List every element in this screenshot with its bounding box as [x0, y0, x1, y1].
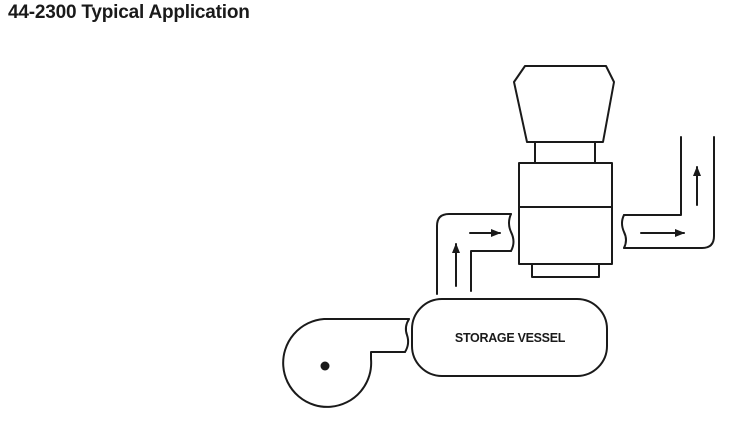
pump-shaft-dot: [320, 361, 330, 371]
outlet-pipe-lower-wall: [623, 136, 715, 249]
inlet-pipe-inner-wall: [470, 250, 512, 292]
inlet-pipe: [436, 213, 515, 295]
storage-vessel-body: [411, 298, 608, 377]
storage-vessel-label: STORAGE VESSEL: [455, 331, 566, 345]
pump-housing: [282, 318, 410, 408]
inlet-pipe-outer-wall: [436, 213, 512, 295]
regulator-bonnet-neck: [534, 141, 596, 164]
storage-vessel: STORAGE VESSEL: [411, 298, 608, 377]
regulator-upper-body: [518, 162, 613, 208]
regulator-handknob: [513, 65, 615, 143]
inlet-pipe-break: [508, 213, 515, 252]
regulator: [513, 65, 615, 278]
pump-outlet-break: [404, 318, 410, 353]
outlet-pipe-break: [621, 214, 627, 249]
regulator-bottom-cap: [531, 263, 600, 278]
regulator-lower-body: [518, 206, 613, 265]
page-title: 44-2300 Typical Application: [8, 2, 250, 23]
pump: [282, 318, 410, 408]
outlet-pipe-upper-wall: [623, 136, 682, 216]
outlet-pipe: [621, 136, 715, 249]
